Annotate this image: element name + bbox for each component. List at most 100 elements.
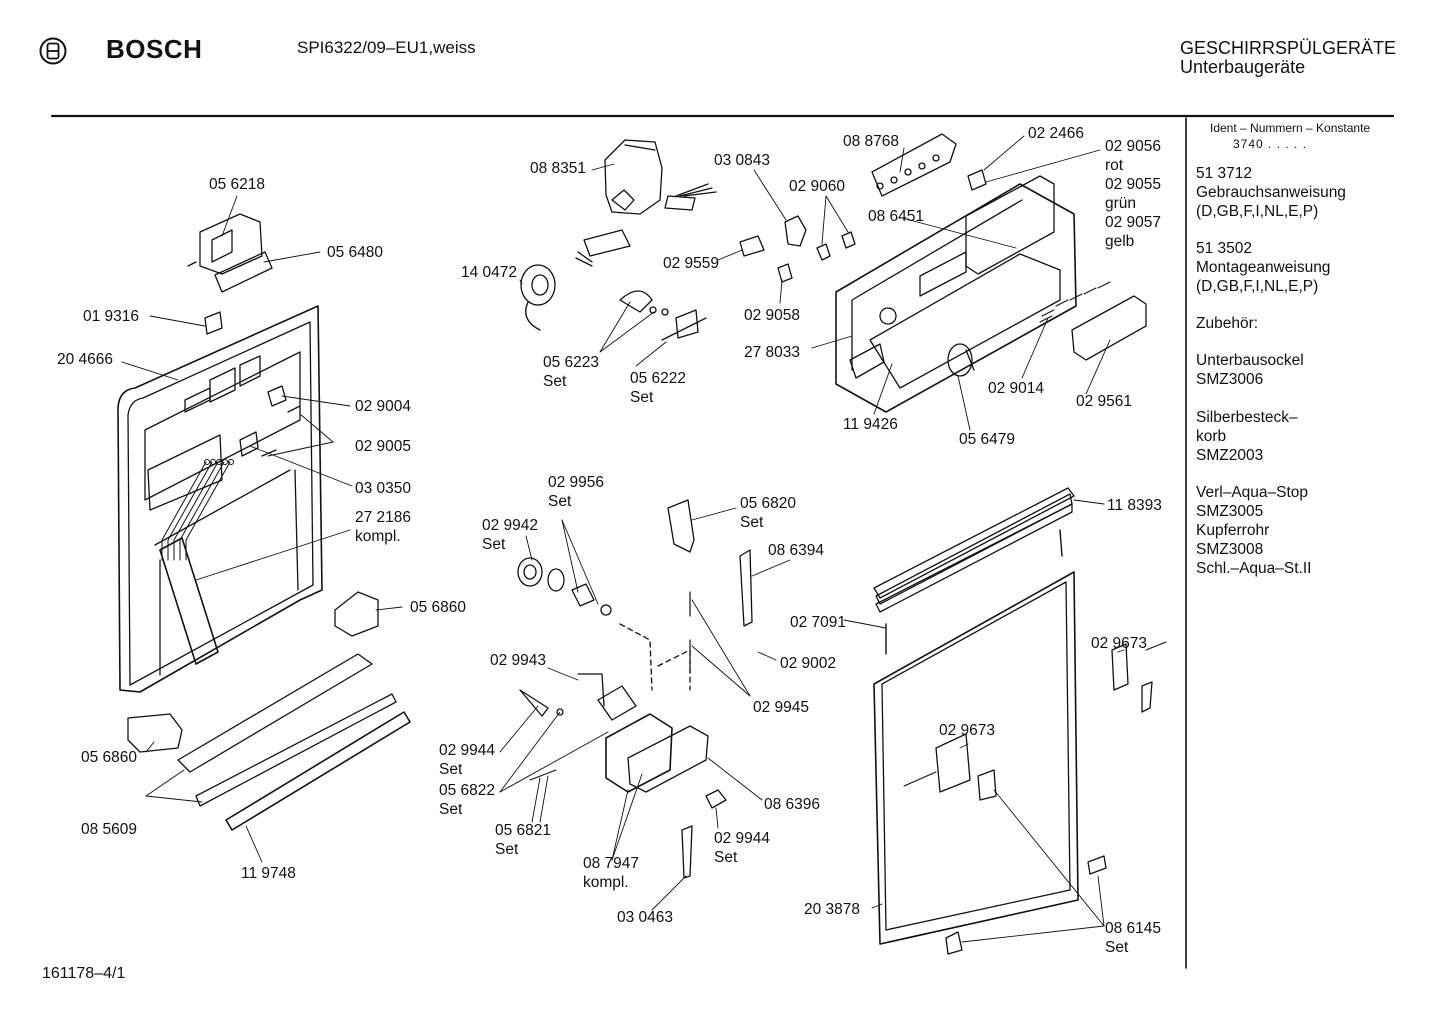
panel-knob (947, 343, 975, 377)
hinge-bracket (739, 549, 753, 627)
hinge-bracket (667, 499, 695, 553)
hinge-plate (903, 641, 1167, 801)
part-label: Set (1105, 939, 1129, 956)
ident-value: 3740 . . . . . (1233, 137, 1308, 151)
bottom-trim (225, 711, 411, 831)
spring (529, 769, 557, 781)
small-switch (967, 169, 987, 191)
part-label: Set (439, 801, 463, 818)
door-lock (577, 673, 673, 793)
push-buttons (1071, 295, 1147, 361)
control-panel (835, 175, 1077, 413)
part-label: Set (548, 493, 572, 510)
part-label: 02 9005 (355, 438, 412, 455)
part-label: 05 6821 (495, 822, 552, 839)
part-label: 02 9673 (1091, 635, 1148, 652)
part-label: Set (740, 514, 764, 531)
selector-knob (520, 264, 556, 331)
part-label: Set (543, 373, 567, 390)
dashed-guide (657, 649, 691, 691)
lock-frame (627, 725, 709, 793)
connector-strip (575, 229, 631, 267)
part-label: 08 8351 (530, 160, 587, 177)
part-label: 02 9002 (780, 655, 837, 672)
part-label: 08 8768 (843, 133, 900, 150)
part-label: 02 9945 (753, 699, 810, 716)
part-label: 11 9748 (241, 865, 296, 882)
part-label: 08 5609 (81, 821, 138, 838)
plug (777, 263, 793, 283)
sidebar-line: 51 3502 (1196, 240, 1253, 257)
part-label: gelb (1105, 233, 1135, 250)
part-label: 03 0350 (355, 480, 412, 497)
part-label: Set (439, 761, 463, 778)
part-label: 02 9004 (355, 398, 412, 415)
connector (739, 235, 765, 257)
part-label: kompl. (583, 874, 629, 891)
inner-door-panel (117, 305, 323, 693)
ident-header: Ident – Nummern – Konstante (1210, 121, 1371, 135)
part-label: Set (630, 389, 654, 406)
leader-lines (121, 135, 1125, 943)
key-bar (871, 133, 957, 197)
part-label: 02 9058 (744, 307, 801, 324)
contact-set (619, 290, 707, 341)
connector (784, 215, 807, 247)
foam-block (334, 591, 379, 637)
part-label: Set (714, 849, 738, 866)
part-label: 27 8033 (744, 344, 801, 361)
part-label: kompl. (355, 528, 401, 545)
sidebar-line: Schl.–Aqua–St.II (1196, 560, 1312, 577)
fascia-strip (849, 343, 885, 379)
part-label: 08 6145 (1105, 920, 1162, 937)
part-label: 05 6860 (410, 599, 467, 616)
part-label: 05 6480 (327, 244, 384, 261)
part-label: 27 2186 (355, 509, 412, 526)
plug (841, 231, 856, 249)
part-label: 05 6218 (209, 176, 266, 193)
part-label: 14 0472 (461, 264, 518, 281)
part-label: 11 8393 (1107, 497, 1162, 514)
outer-door-panel (873, 571, 1079, 945)
part-label: 03 0463 (617, 909, 674, 926)
plug (816, 243, 831, 261)
cover-strip (159, 537, 219, 665)
sidebar-line: SMZ3008 (1196, 541, 1264, 558)
part-label: 02 9559 (663, 255, 720, 272)
foam-block (127, 713, 183, 753)
clip-part (204, 311, 223, 335)
sidebar-line: Silberbesteck– (1196, 409, 1298, 426)
part-label: 05 6222 (630, 370, 687, 387)
top-rail (873, 487, 1075, 613)
bottom-trim (177, 653, 373, 773)
pin (681, 825, 693, 879)
bosch-logo-icon (39, 37, 67, 65)
bracket (945, 931, 963, 955)
part-label: 08 6394 (768, 542, 825, 559)
sidebar-line: Verl–Aqua–Stop (1196, 484, 1309, 501)
lock-lever (519, 689, 564, 717)
part-label: 02 9673 (939, 722, 996, 739)
cable-plug (664, 183, 717, 211)
drawing-code: 161178–4/1 (42, 965, 126, 982)
door-latch (187, 213, 273, 293)
part-label: 02 2466 (1028, 125, 1085, 142)
part-label: 01 9316 (83, 308, 140, 325)
dashed-guide (619, 623, 653, 691)
part-label: 05 6820 (740, 495, 797, 512)
part-label: 02 7091 (790, 614, 847, 631)
part-label: 03 0843 (714, 152, 771, 169)
part-label: 02 9561 (1076, 393, 1133, 410)
sidebar-line: Kupferrohr (1196, 522, 1270, 539)
part-label: 02 9014 (988, 380, 1045, 397)
part-label: 02 9056 (1105, 138, 1162, 155)
part-label: 11 9426 (843, 416, 898, 433)
bracket (1087, 855, 1107, 875)
part-label: 02 9057 (1105, 214, 1162, 231)
sidebar-line: SMZ3006 (1196, 371, 1264, 388)
sidebar-line: (D,GB,F,I,NL,E,P) (1196, 203, 1319, 220)
subcategory-title: Unterbaugeräte (1180, 57, 1306, 77)
cable-loom (161, 459, 234, 561)
lock-nut (705, 789, 727, 809)
